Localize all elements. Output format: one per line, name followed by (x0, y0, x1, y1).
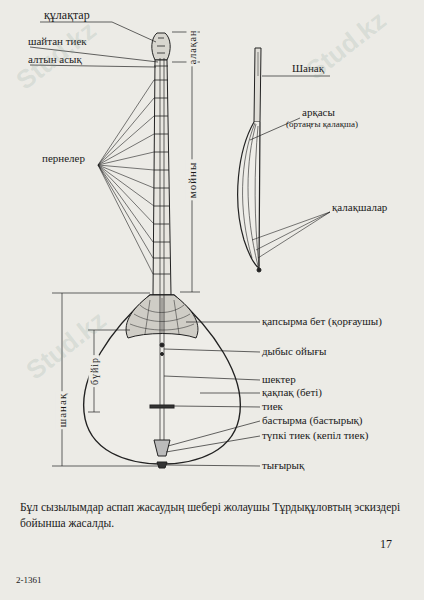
dimension-label: алақан (187, 28, 198, 67)
watermark: Stud.kz (300, 5, 392, 86)
page-number: 17 (380, 538, 392, 551)
part-label: (ортаңғы қалақша) (286, 120, 358, 130)
part-label: тиек (262, 400, 283, 412)
part-label: арқасы (302, 106, 335, 118)
caption: Бұл сызылымдар аспап жасаудың шебері жол… (20, 500, 410, 531)
part-label: бастырма (бастырық) (262, 414, 363, 426)
part-label: дыбыс ойығы (262, 345, 326, 357)
part-label: тығырық (262, 459, 304, 471)
part-label: қапсырма бет (қорғаушы) (262, 315, 382, 327)
part-label: шектер (262, 373, 296, 385)
part-label: пернелер (42, 152, 85, 164)
part-label: түпкі тиек (кепіл тиек) (262, 429, 368, 441)
dimension-label: мойны (186, 160, 198, 201)
dimension-label: бүйір (89, 355, 100, 387)
part-label: қақпақ (беті) (262, 386, 322, 398)
print-code: 2-1361 (16, 576, 42, 586)
dimension-label: шанақ (56, 391, 68, 429)
watermark: Stud.kz (10, 15, 102, 96)
part-label: қалақшалар (332, 201, 387, 213)
